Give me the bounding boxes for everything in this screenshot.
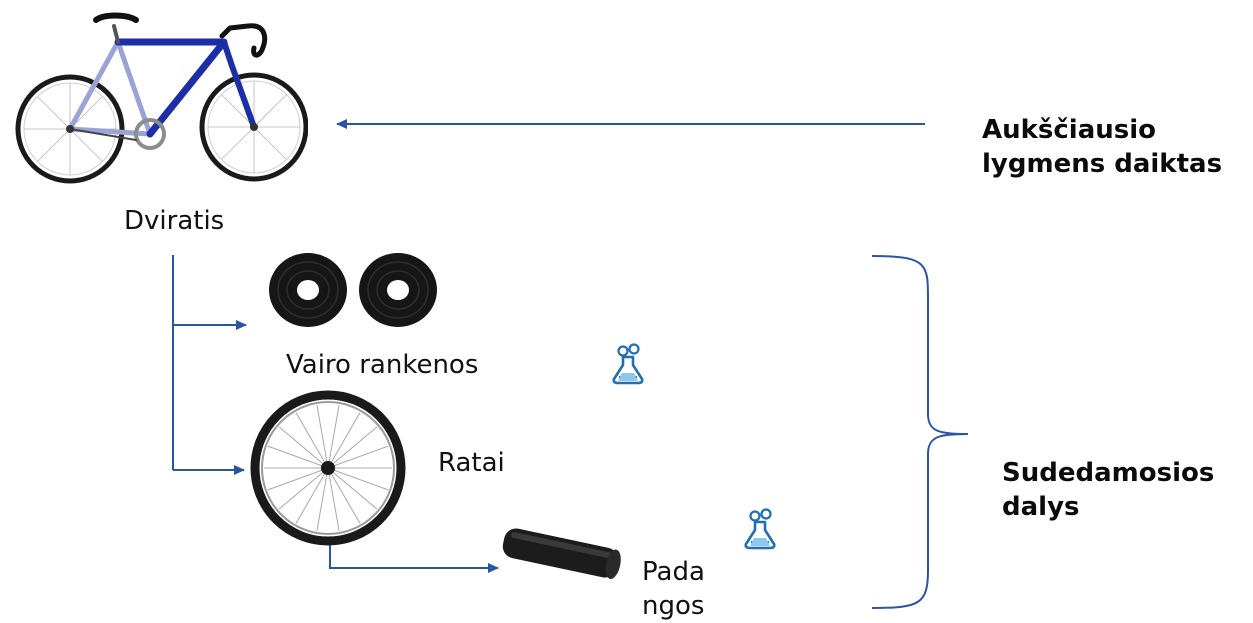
wheel-spoke [327,426,378,469]
part-label-wheels: Ratai [438,448,505,478]
wheel-icon [250,390,406,546]
wheel-spoke [327,404,340,469]
wheel-spoke [278,467,329,510]
top-item-label: Dviratis [124,206,225,236]
wheel-spoke [327,467,378,510]
wheel-spoke [295,412,329,469]
wheel-spoke [278,426,329,469]
part-label-handlebar-tape: Vairo rankenos [286,350,479,380]
tire-icon [502,528,621,580]
wheel-spoke [295,467,329,524]
wheel-spoke [327,467,340,532]
wheel-spoke [267,445,329,469]
handlebar-tape-icon [269,253,437,327]
wheel-spoke [327,412,361,469]
wheel-spoke [316,404,329,469]
wheel-spoke [267,467,329,491]
annotation-components: Sudedamosios dalys [1002,458,1215,522]
arrow-to-tires [329,540,499,573]
wheel-spoke [316,467,329,532]
flask-icon [744,508,776,550]
wheel-spoke [327,467,389,491]
wheel-spoke [327,467,361,524]
wheel-spoke [327,445,389,469]
bicycle-icon [15,12,308,184]
part-label-tires: Pada ngos [642,557,705,621]
annotation-top-level: Aukščiausio lygmens daiktas [982,115,1223,179]
flask-icon [612,343,644,385]
components-brace [871,255,969,609]
